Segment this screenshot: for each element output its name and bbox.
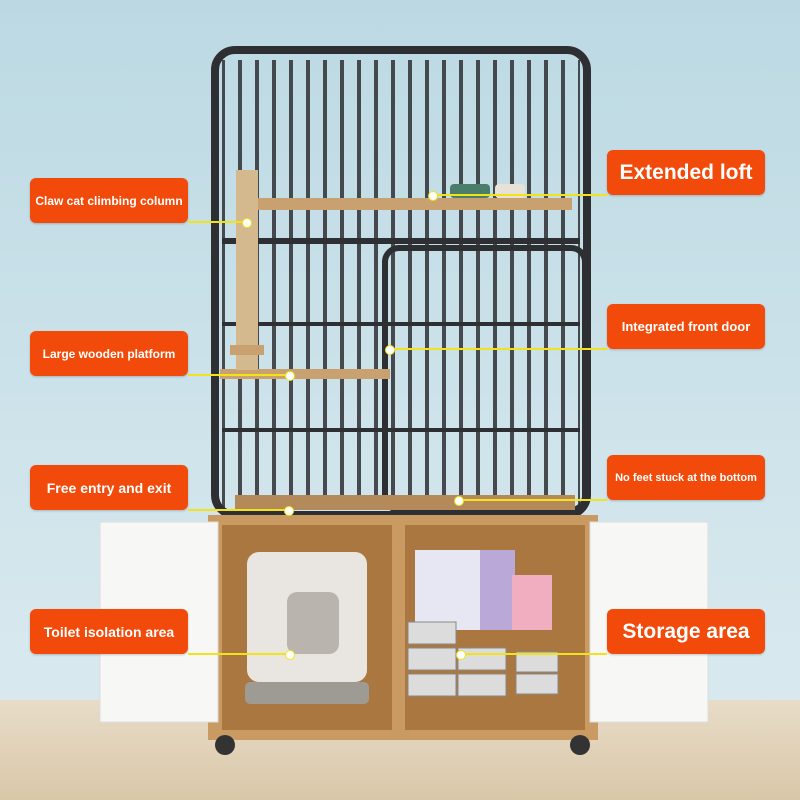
loft-shelf: [240, 198, 572, 210]
callout-wooden-platform: Large wooden platform: [30, 331, 188, 376]
callout-toilet-area: Toilet isolation area: [30, 609, 188, 654]
callout-extended-loft: Extended loft: [607, 150, 765, 195]
callout-no-feet: No feet stuck at the bottom: [607, 455, 765, 500]
callout-storage-area: Storage area: [607, 609, 765, 654]
scratching-column: [236, 170, 258, 370]
cage-bars: [222, 60, 580, 510]
callout-claw-column: Claw cat climbing column: [30, 178, 188, 223]
wooden-platform: [220, 369, 390, 379]
callout-free-entry: Free entry and exit: [30, 465, 188, 510]
callout-front-door: Integrated front door: [607, 304, 765, 349]
